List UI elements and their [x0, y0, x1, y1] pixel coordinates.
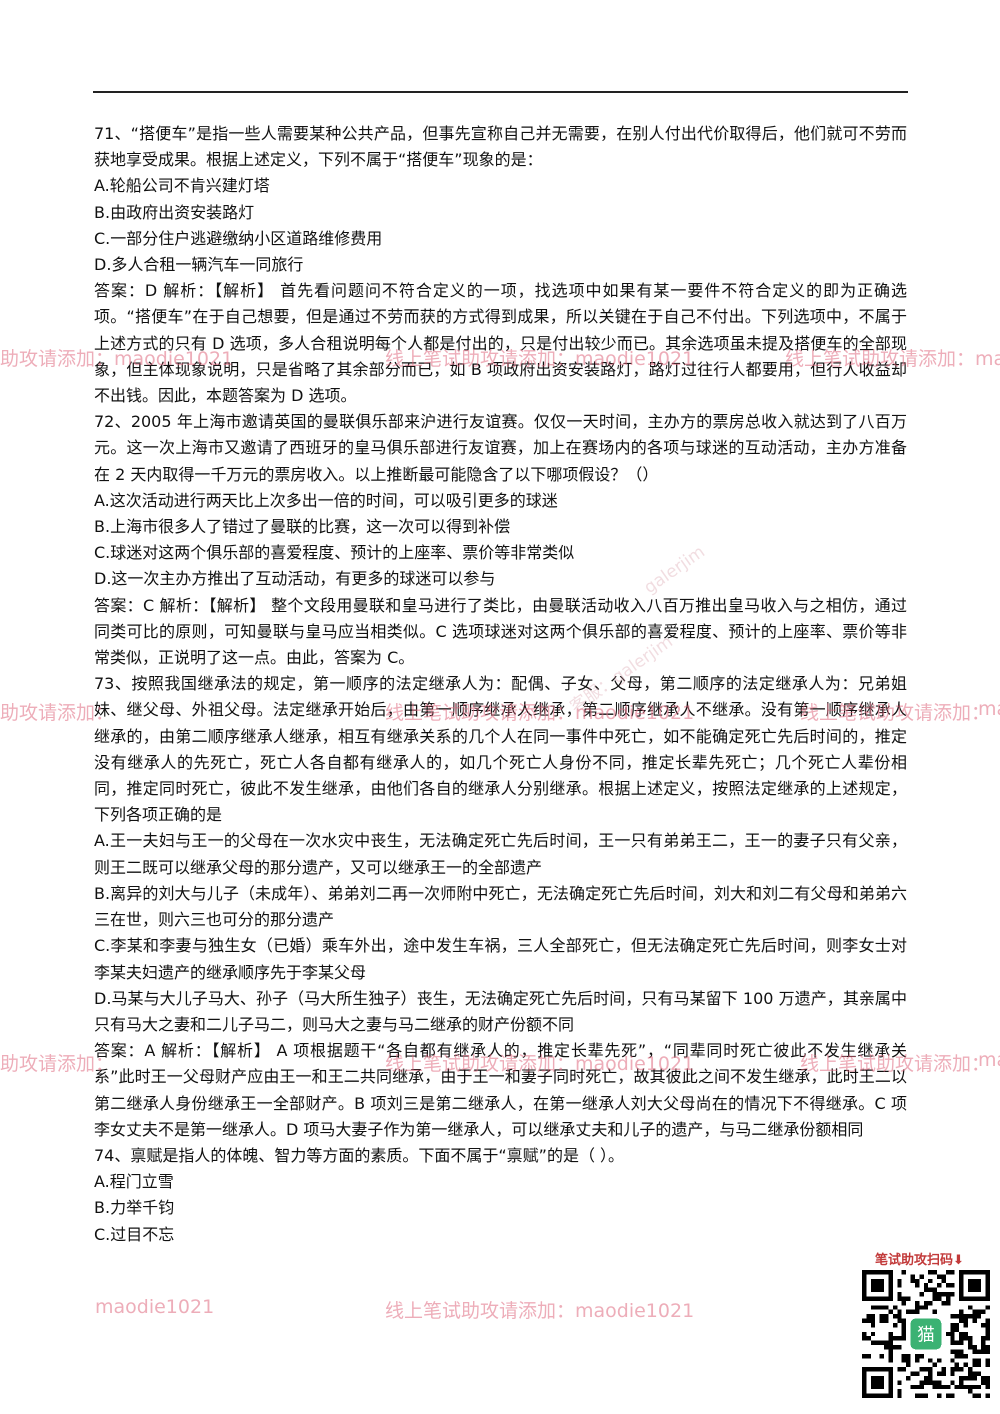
- qr-code-icon[interactable]: 猫: [862, 1270, 990, 1398]
- question-74-option-b: B.力举千钧: [94, 1198, 175, 1218]
- question-73-option-b: B.离异的刘大与儿子（未成年）、弟弟刘二再一次师附中死亡，无法确定死亡先后时间，…: [94, 883, 907, 930]
- qr-center-label: 猫: [917, 1325, 935, 1346]
- watermark: ma: [978, 1049, 1000, 1071]
- question-71-stem: 71、“搭便车”是指一些人需要某种公共产品，但事先宣称自己并无需要，在别人付出代…: [94, 124, 907, 170]
- question-71-answer: 答案：D 解析：【解析】 首先看问题问不符合定义的一项，找选项中如果有某一要件不…: [94, 281, 907, 406]
- question-74-option-a: A.程门立雪: [94, 1172, 174, 1192]
- question-72-option-b: B.上海市很多人了错过了曼联的比赛，这一次可以得到补偿: [94, 517, 511, 537]
- question-71-option-c: C.一部分住户逃避缴纳小区道路维修费用: [94, 228, 383, 248]
- qr-caption: 笔试助攻扫码⬇: [875, 1253, 964, 1268]
- watermark: 线上笔试助攻请添加：maodie1021: [385, 1300, 695, 1322]
- question-73-option-d: D.马某与大儿子马大、孙子（马大所生独子）丧生，无法确定死亡先后时间，只有马某留…: [94, 988, 907, 1034]
- question-74-option-c: C.过目不忘: [94, 1224, 175, 1244]
- question-71-option-a: A.轮船公司不肯兴建灯塔: [94, 176, 270, 196]
- question-72-answer: 答案：C 解析：【解析】 整个文段用曼联和皇马进行了类比，由曼联活动收入八百万推…: [94, 595, 907, 668]
- question-73-stem: 73、按照我国继承法的规定，第一顺序的法定继承人为：配偶、子女、父母，第二顺序的…: [94, 674, 907, 825]
- question-72-option-d: D.这一次主办方推出了互动活动，有更多的球迷可以参与: [94, 569, 496, 589]
- header-rule: [93, 91, 908, 93]
- watermark: maodie1021: [95, 1296, 215, 1318]
- question-72-option-c: C.球迷对这两个俱乐部的喜爱程度、预计的上座率、票价等非常类似: [94, 543, 575, 563]
- watermark: ma: [978, 698, 1000, 720]
- question-73-option-c: C.李某和李妻与独生女（已婚）乘车外出，途中发生车祸，三人全部死亡，但无法确定死…: [94, 936, 907, 982]
- question-72-option-a: A.这次活动进行两天比上次多出一倍的时间，可以吸引更多的球迷: [94, 490, 558, 510]
- question-71-option-b: B.由政府出资安装路灯: [94, 202, 255, 222]
- question-73-option-a: A.王一夫妇与王一的父母在一次水灾中丧生，无法确定死亡先后时间，王一只有弟弟王二…: [94, 831, 907, 877]
- question-71-option-d: D.多人合租一辆汽车一同旅行: [94, 255, 304, 275]
- document-body: 71、“搭便车”是指一些人需要某种公共产品，但事先宣称自己并无需要，在别人付出代…: [94, 121, 907, 1248]
- question-74-stem: 74、禀赋是指人的体魄、智力等方面的素质。下面不属于“禀赋”的是（ ）。: [94, 1145, 625, 1165]
- question-73-answer: 答案：A 解析：【解析】 A 项根据题干“各自都有继承人的，推定长辈先死”，“同…: [94, 1041, 907, 1139]
- question-72-stem: 72、2005 年上海市邀请英国的曼联俱乐部来沪进行友谊赛。仅仅一天时间，主办方…: [94, 412, 907, 484]
